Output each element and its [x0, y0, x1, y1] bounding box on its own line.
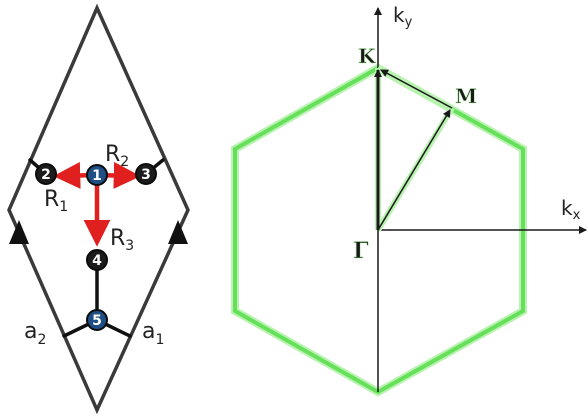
- k-point-label: K: [358, 44, 376, 68]
- brillouin-zone-panel: K M Γ ky kx: [231, 3, 587, 397]
- site-5: 5: [86, 309, 108, 331]
- svg-text:3: 3: [141, 167, 151, 183]
- a1-label: a1: [142, 319, 164, 348]
- a2-arrowhead: [9, 220, 29, 244]
- r2-label: R2: [105, 142, 129, 170]
- svg-text:4: 4: [92, 253, 102, 269]
- r1-label: R1: [44, 187, 68, 215]
- svg-text:5: 5: [92, 313, 102, 329]
- ky-axis-label: ky: [393, 3, 413, 30]
- lattice-vector-arrowheads: [9, 220, 188, 244]
- r3-label: R3: [110, 226, 134, 254]
- site-1: 1: [86, 164, 108, 186]
- kx-axis-label: kx: [561, 196, 581, 223]
- unit-cell-rhombus: [7, 3, 190, 415]
- site-3: 3: [135, 163, 157, 185]
- svg-text:1: 1: [92, 168, 102, 184]
- site-4: 4: [86, 249, 108, 271]
- high-symmetry-path: [374, 65, 455, 232]
- a1-arrowhead: [168, 220, 188, 244]
- site-2: 2: [35, 163, 57, 185]
- m-k-path: [380, 69, 453, 109]
- gamma-m-path: [377, 109, 451, 231]
- svg-text:2: 2: [41, 167, 51, 183]
- m-point-label: M: [455, 84, 477, 108]
- a2-label: a2: [24, 319, 46, 348]
- unit-cell-panel: 1 2 3 4 5 R1 R2 R3 a2 a1: [7, 3, 190, 415]
- gamma-point-label: Γ: [353, 238, 369, 264]
